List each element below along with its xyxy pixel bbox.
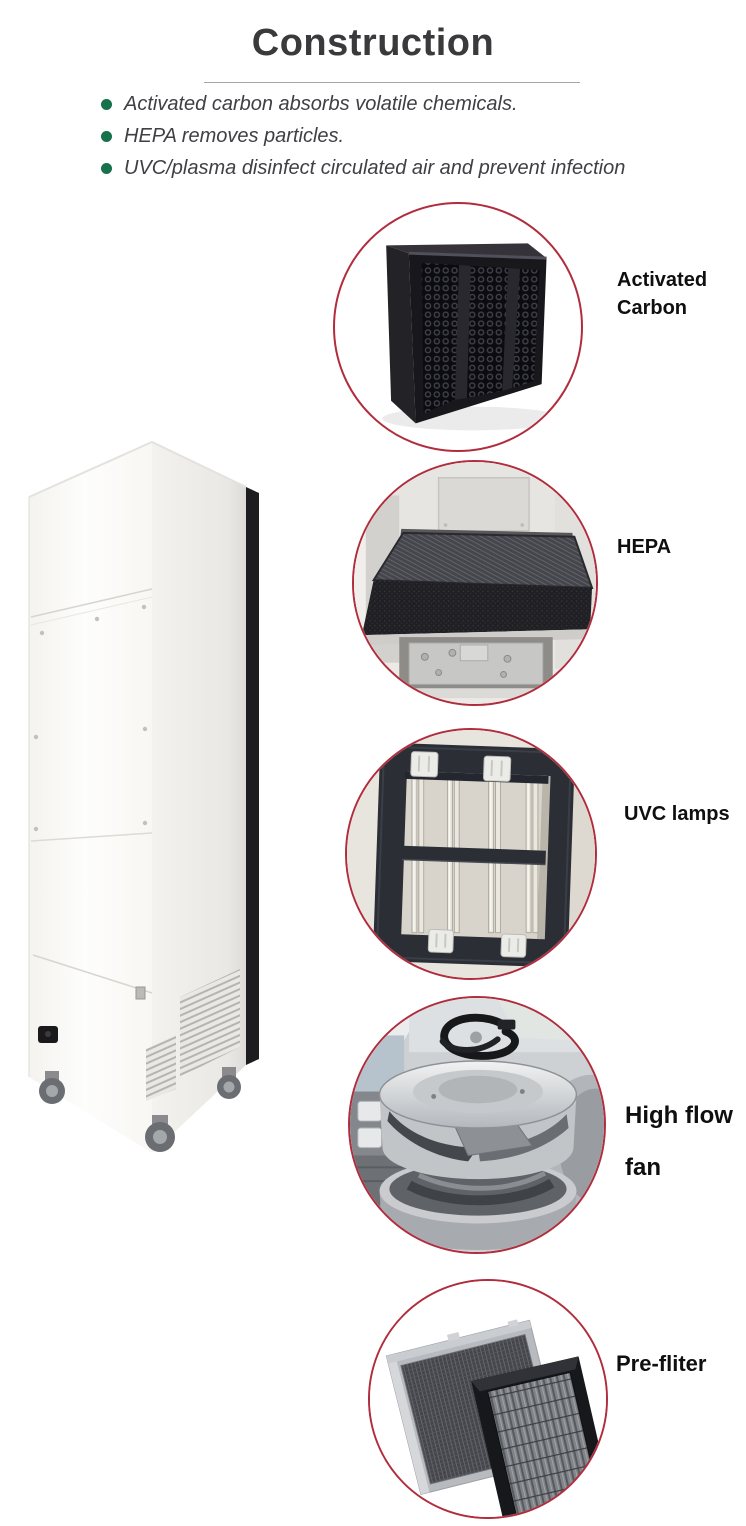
list-item: Activated carbon absorbs volatile chemic…: [101, 88, 731, 120]
machine-illustration: [28, 440, 259, 1153]
page-title: Construction: [251, 22, 495, 64]
list-item: UVC/plasma disinfect circulated air and …: [101, 152, 731, 184]
component-label-uvc-lamps: UVC lamps: [624, 803, 730, 825]
component-photo-pre-filter: [368, 1279, 608, 1519]
panel-screws: [33, 604, 148, 832]
component-photo-hepa: [352, 460, 598, 706]
door-latch: [135, 986, 146, 1000]
title-underline: [204, 82, 580, 83]
component-photo-uvc-lamps: [345, 728, 597, 980]
air-purifier-tower-photo: [12, 437, 264, 1167]
vent-grille: [180, 969, 240, 1077]
bullet-text: HEPA removes particles.: [124, 125, 345, 147]
component-label-pre-filter: Pre-fliter: [616, 1351, 707, 1376]
machine-front-panel: [29, 442, 152, 1153]
bullet-dot-icon: [101, 131, 112, 142]
bullet-text: UVC/plasma disinfect circulated air and …: [124, 157, 626, 179]
bullet-text: Activated carbon absorbs volatile chemic…: [124, 93, 518, 115]
vent-grille: [146, 1035, 176, 1101]
component-photo-high-flow-fan: [348, 996, 606, 1254]
feature-bullet-list: Activated carbon absorbs volatile chemic…: [101, 88, 731, 184]
component-label-high-flow-fan: High flow fan: [625, 1102, 733, 1181]
component-label-activated-carbon: Activated Carbon: [617, 269, 708, 319]
list-item: HEPA removes particles.: [101, 120, 731, 152]
component-label-hepa: HEPA: [617, 536, 672, 558]
machine-side-panel: [152, 442, 246, 1153]
caster-wheel: [39, 1071, 65, 1104]
bullet-dot-icon: [101, 163, 112, 174]
caster-wheel: [145, 1115, 175, 1152]
machine-dark-edge: [246, 487, 259, 1065]
component-photo-activated-carbon: [333, 202, 583, 452]
caster-wheel: [217, 1067, 241, 1099]
bullet-dot-icon: [101, 99, 112, 110]
